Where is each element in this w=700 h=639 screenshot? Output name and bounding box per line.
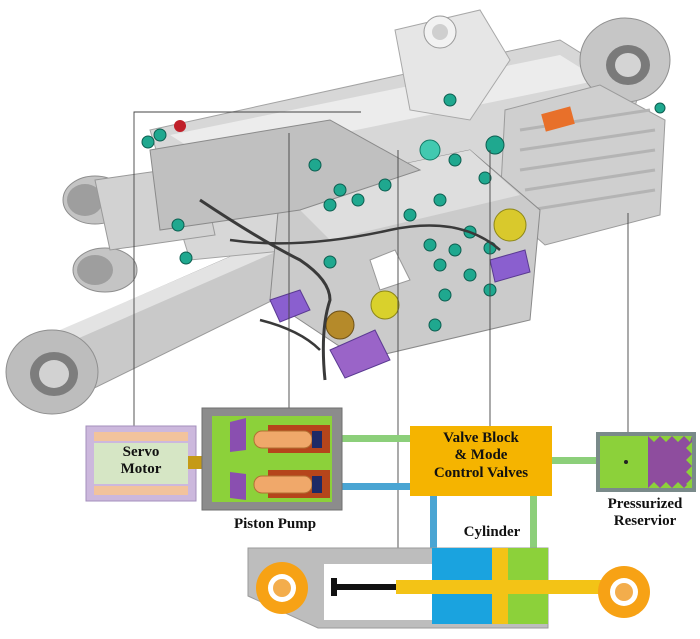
- line-green-valve-cylinder: [530, 492, 537, 548]
- cylinder-label: Cylinder: [463, 524, 521, 540]
- piston-pump-block: [201, 407, 343, 511]
- teal-fittings: [141, 93, 666, 332]
- line-blue-pump-valve: [340, 483, 410, 490]
- pump-piston-bottom: [253, 475, 313, 494]
- line-blue-valve-cylinder: [430, 492, 437, 548]
- pump-piston-top: [253, 430, 313, 449]
- cylinder-assembly: [247, 547, 650, 629]
- hydraulic-lines: [340, 435, 597, 548]
- servo-motor-label: Servo Motor: [120, 444, 162, 478]
- leader-lines: [133, 111, 629, 577]
- reservoir-label: Pressurized Reservior: [607, 496, 683, 530]
- leader-servo-motor: [133, 111, 361, 438]
- line-green-pump-valve: [340, 435, 410, 442]
- actuator-render: [5, 9, 671, 415]
- piston-pump-label: Piston Pump: [233, 516, 317, 532]
- reservoir-block: [596, 432, 696, 492]
- line-green-valve-reservoir: [552, 457, 597, 464]
- valve-block: [410, 426, 552, 496]
- valve-block-label: Valve Block & Mode Control Valves: [433, 430, 529, 481]
